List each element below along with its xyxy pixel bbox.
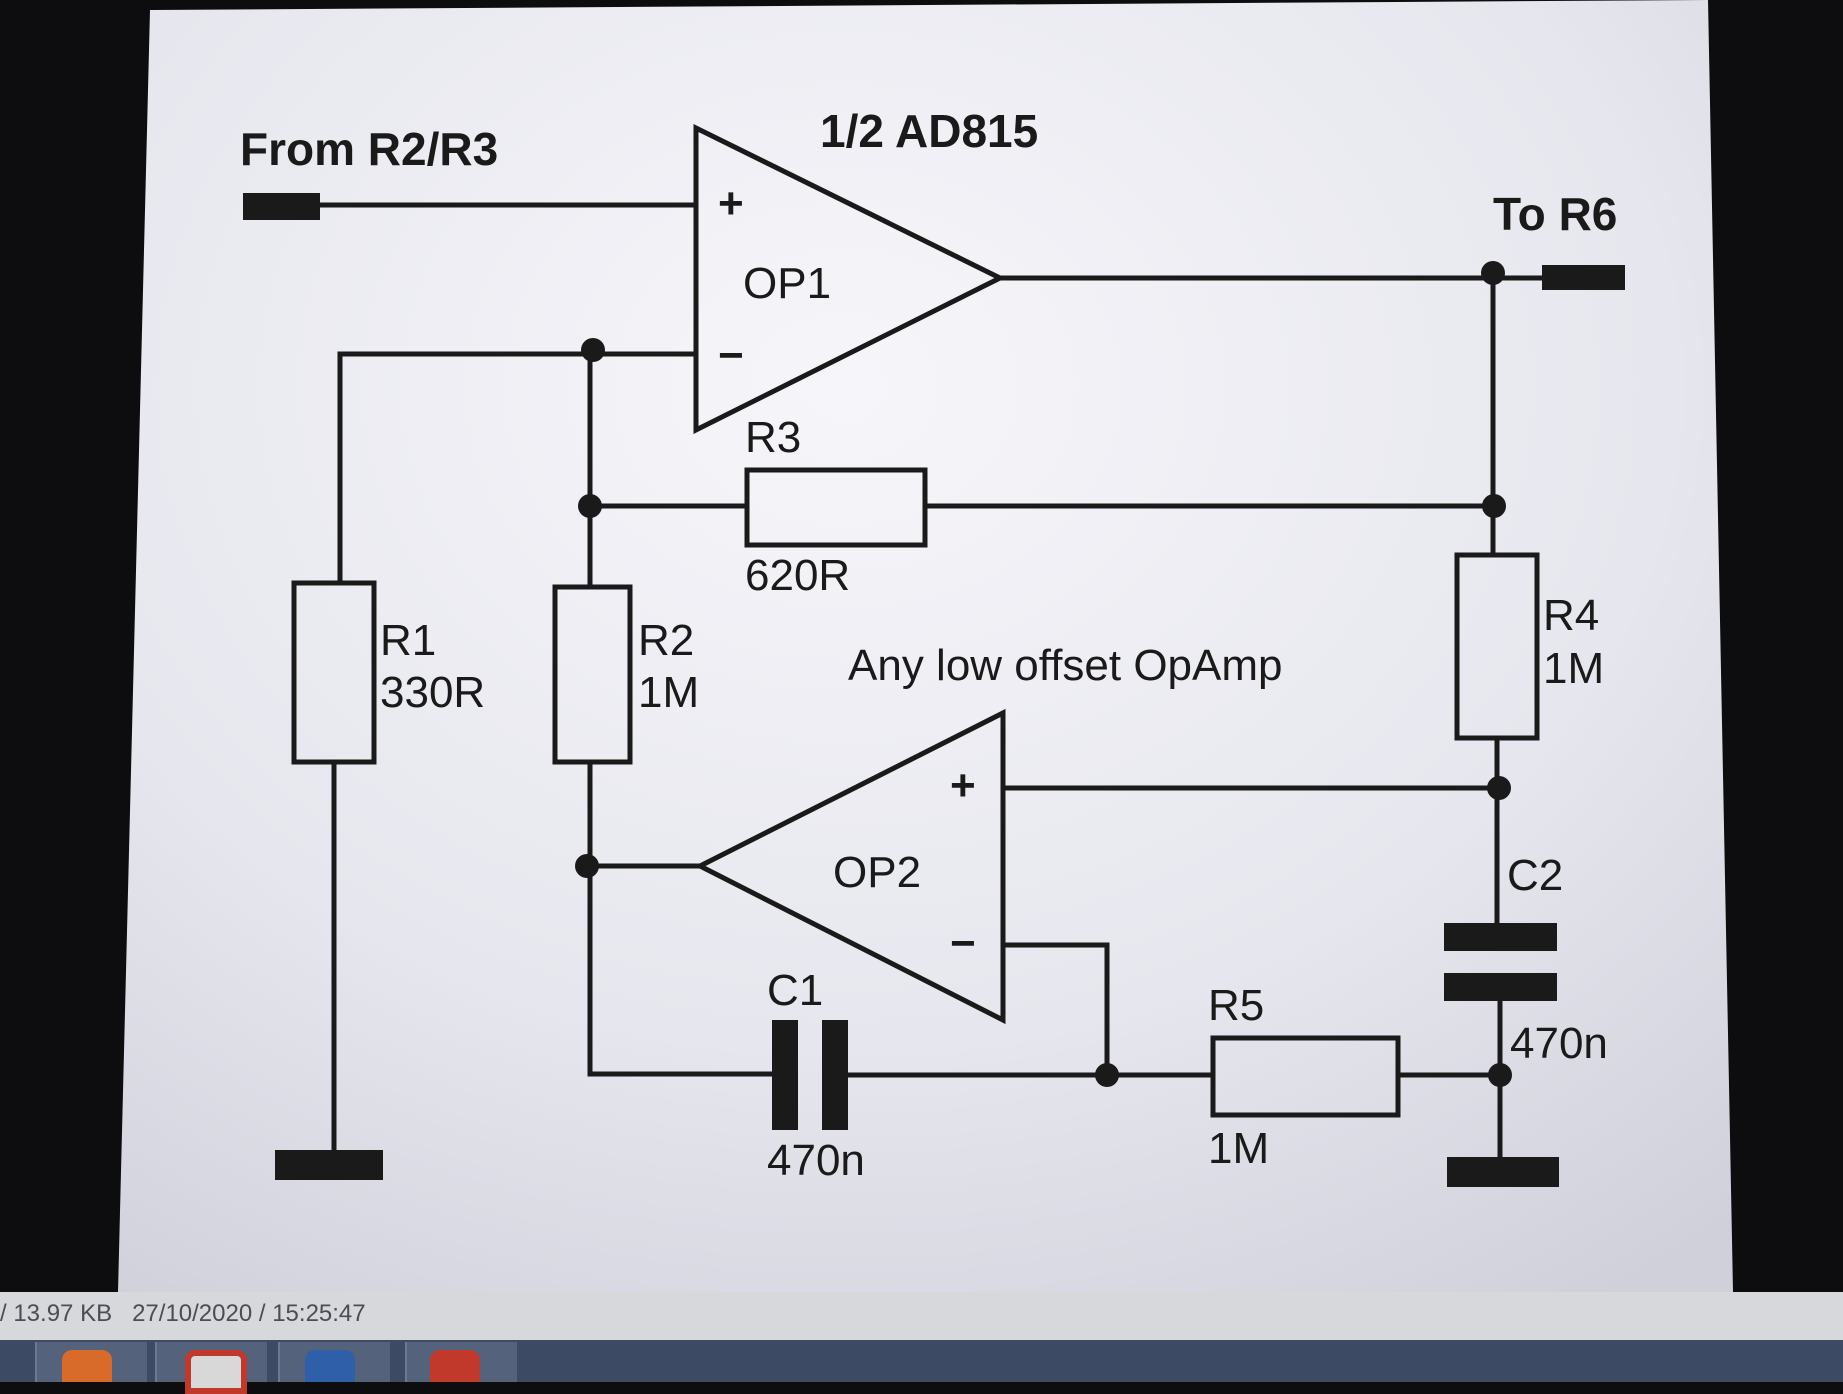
status-bar	[0, 1292, 1843, 1340]
op2-note-label: Any low offset OpAmp	[848, 641, 1283, 690]
r2-name-label: R2	[638, 616, 694, 665]
output-label: To R6	[1493, 188, 1617, 240]
op1-opamp-symbol	[693, 123, 1006, 435]
junction-dots	[575, 261, 1512, 1087]
ground-right	[1447, 1157, 1559, 1187]
r5-value-label: 1M	[1208, 1124, 1269, 1173]
game-icon	[430, 1350, 480, 1382]
c1-plate-right	[822, 1020, 848, 1130]
op2-name-label: OP2	[833, 848, 921, 897]
c1-value-label: 470n	[767, 1136, 865, 1185]
firefox-icon	[62, 1350, 112, 1382]
schematic-canvas	[118, 0, 1733, 1292]
status-bar-text: / 13.97 KB 27/10/2020 / 15:25:47	[0, 1300, 366, 1327]
c2-value-label: 470n	[1510, 1019, 1608, 1068]
r3-name-label: R3	[745, 413, 801, 462]
c2-plate-bottom	[1444, 973, 1557, 1001]
op2-opamp-symbol	[694, 708, 1006, 1025]
c2-name-label: C2	[1507, 851, 1563, 900]
op2-plus-sign: +	[950, 761, 976, 810]
chrome-icon	[185, 1350, 247, 1394]
r1-value-label: 330R	[380, 668, 485, 717]
input-terminal	[243, 193, 320, 220]
r2-value-label: 1M	[638, 668, 699, 717]
app-icon	[305, 1350, 355, 1382]
r1-resistor	[291, 580, 377, 765]
output-terminal	[1542, 265, 1625, 290]
schematic-wires	[302, 202, 1545, 1165]
c1-plate-left	[772, 1020, 798, 1130]
op1-name-label: OP1	[743, 259, 831, 308]
ground-left	[275, 1150, 383, 1180]
taskbar	[0, 1340, 1843, 1382]
r4-resistor	[1454, 552, 1540, 741]
r3-value-label: 620R	[745, 551, 850, 600]
op2-minus-sign: −	[950, 919, 976, 968]
c1-name-label: C1	[767, 966, 823, 1015]
input-label: From R2/R3	[240, 123, 498, 175]
op1-minus-sign: −	[718, 331, 744, 380]
r4-value-label: 1M	[1543, 644, 1604, 693]
r5-resistor	[1210, 1035, 1401, 1118]
r4-name-label: R4	[1543, 591, 1599, 640]
r1-name-label: R1	[380, 616, 436, 665]
r2-resistor	[552, 584, 633, 765]
c2-plate-top	[1444, 923, 1557, 951]
op1-part-label: 1/2 AD815	[820, 105, 1038, 157]
r5-name-label: R5	[1208, 981, 1264, 1030]
op1-plus-sign: +	[718, 179, 744, 228]
r3-resistor	[744, 467, 928, 548]
